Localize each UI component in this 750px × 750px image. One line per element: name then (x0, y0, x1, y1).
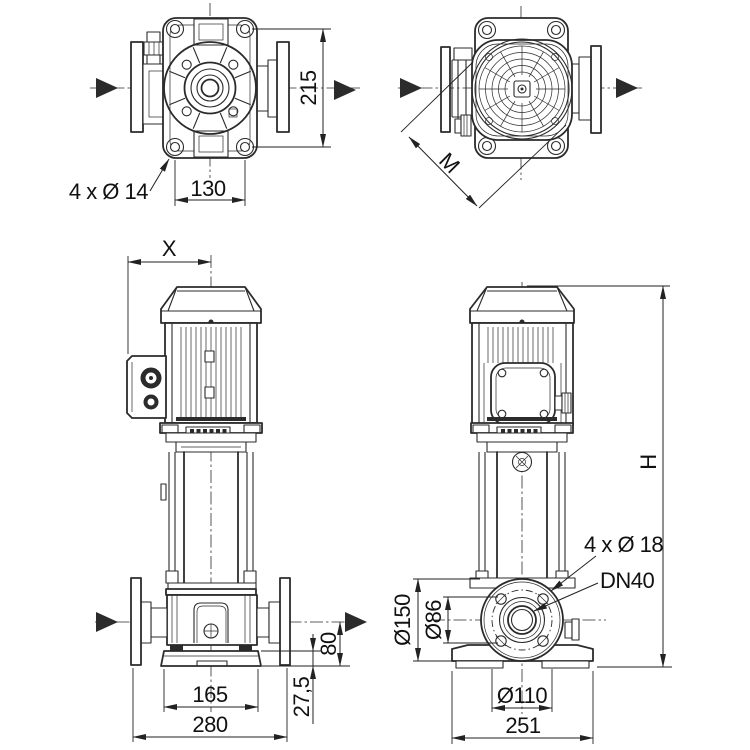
flow-arrow-icon (96, 78, 118, 98)
dim-label-150: Ø150 (390, 594, 415, 646)
pump-flange (480, 578, 580, 662)
dim-215: 215 (252, 28, 331, 148)
view-top-view-ports: 215 130 4 x Ø 14 (69, 3, 360, 206)
motor-fins (180, 327, 242, 419)
mounting-holes (481, 24, 562, 152)
dim-label-165: 165 (192, 682, 227, 707)
dim-label-H: H (636, 454, 661, 469)
dim-label-280: 280 (192, 712, 227, 737)
dim-label-251: 251 (505, 713, 540, 738)
dim-H: H (527, 285, 672, 668)
callout-4x14: 4 x Ø 14 (69, 158, 170, 204)
view-side-elevation: H Ø150 Ø86 4 x Ø 18 DN40 (390, 282, 672, 744)
dim-110: Ø110 (491, 669, 553, 712)
dim-280: 280 (132, 668, 288, 742)
mounting-holes (169, 23, 251, 153)
dim-80: 80 (262, 621, 350, 667)
fan-grille (478, 45, 566, 133)
dim-label-4x14: 4 x Ø 14 (69, 179, 148, 204)
vent-slots (190, 429, 227, 434)
dim-label-215: 215 (296, 70, 321, 105)
drain-plug (203, 623, 219, 639)
flow-arrow-icon (96, 612, 118, 632)
dim-label-80: 80 (316, 632, 341, 656)
dim-label-110: Ø110 (497, 683, 547, 708)
dim-86: Ø86 (421, 596, 498, 644)
dim-label-4x18: 4 x Ø 18 (584, 532, 663, 557)
view-front-elevation: X (95, 236, 368, 742)
terminal-box (490, 362, 572, 425)
fill-plug (511, 451, 533, 473)
dim-label-86: Ø86 (421, 600, 446, 640)
dim-130: 130 (174, 160, 246, 206)
dim-label-M: M (434, 148, 464, 178)
bolt-circle (491, 589, 553, 651)
dim-27-5: 27,5 (261, 634, 322, 724)
callout-4x18: 4 x Ø 18 (550, 532, 664, 592)
flow-arrow-icon (334, 80, 356, 100)
dim-165: 165 (163, 669, 259, 712)
flow-arrow-icon (400, 78, 422, 98)
dim-label-130: 130 (190, 176, 225, 201)
vent-slots (501, 429, 538, 434)
view-top-view-motor: M (398, 6, 642, 209)
cable-gland (554, 395, 563, 411)
cable-entry-hole (143, 394, 159, 410)
dim-150: Ø150 (390, 578, 480, 662)
motor-fins (483, 327, 562, 423)
dim-label-dn40: DN40 (600, 568, 655, 593)
flow-arrow-icon (345, 612, 367, 632)
dim-X: X (127, 236, 212, 354)
callout-dn40: DN40 (533, 568, 655, 612)
flow-arrow-icon (616, 78, 638, 98)
terminal-box (126, 355, 167, 419)
dim-label-X: X (162, 236, 177, 261)
dim-label-27-5: 27,5 (289, 676, 314, 717)
dim-251: 251 (451, 671, 594, 744)
